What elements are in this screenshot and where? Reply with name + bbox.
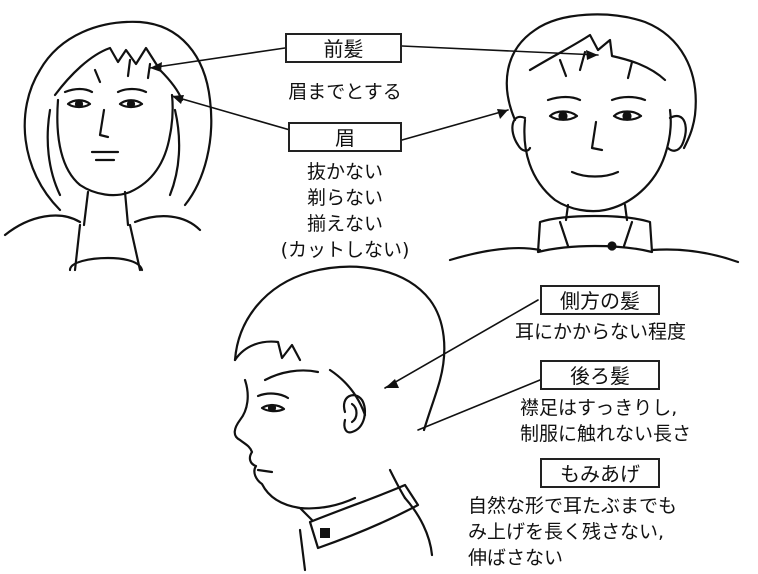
leader-bangs-boy — [401, 45, 599, 56]
girl-front-face — [3, 20, 213, 272]
note-side-hair: 耳にかからない程度 — [515, 321, 687, 343]
note-back-hair-2: 制服に触れない長さ — [520, 423, 692, 445]
label-sideburns: もみあげ — [540, 458, 660, 488]
note-sideburns-2: み上げを長く残さない, — [468, 521, 665, 543]
leader-eyebrow-boy — [401, 109, 509, 141]
label-side-hair: 側方の髪 — [540, 285, 660, 315]
label-bangs: 前髪 — [285, 33, 402, 63]
note-sideburns-3: 伸ばさない — [468, 547, 564, 569]
note-bangs: 眉までとする — [288, 81, 402, 103]
leader-eyebrow-girl — [171, 95, 291, 131]
note-eyebrows-3: 揃えない — [306, 213, 383, 235]
note-eyebrows-1: 抜かない — [306, 161, 383, 183]
note-eyebrows-4: (カットしない) — [280, 239, 410, 261]
label-eyebrows: 眉 — [288, 122, 402, 152]
note-eyebrows-2: 剃らない — [306, 187, 383, 209]
leader-side-hair — [384, 299, 539, 389]
boy-front-face — [448, 13, 740, 264]
label-back-hair: 後ろ髪 — [540, 360, 660, 390]
note-back-hair-1: 襟足はすっきりし, — [520, 397, 678, 419]
leader-back-hair — [417, 379, 541, 431]
leader-lines — [149, 45, 599, 431]
note-sideburns-1: 自然な形で耳たぶまでも — [468, 495, 678, 517]
boy-side-profile — [233, 265, 446, 572]
leader-bangs-girl — [149, 47, 286, 69]
